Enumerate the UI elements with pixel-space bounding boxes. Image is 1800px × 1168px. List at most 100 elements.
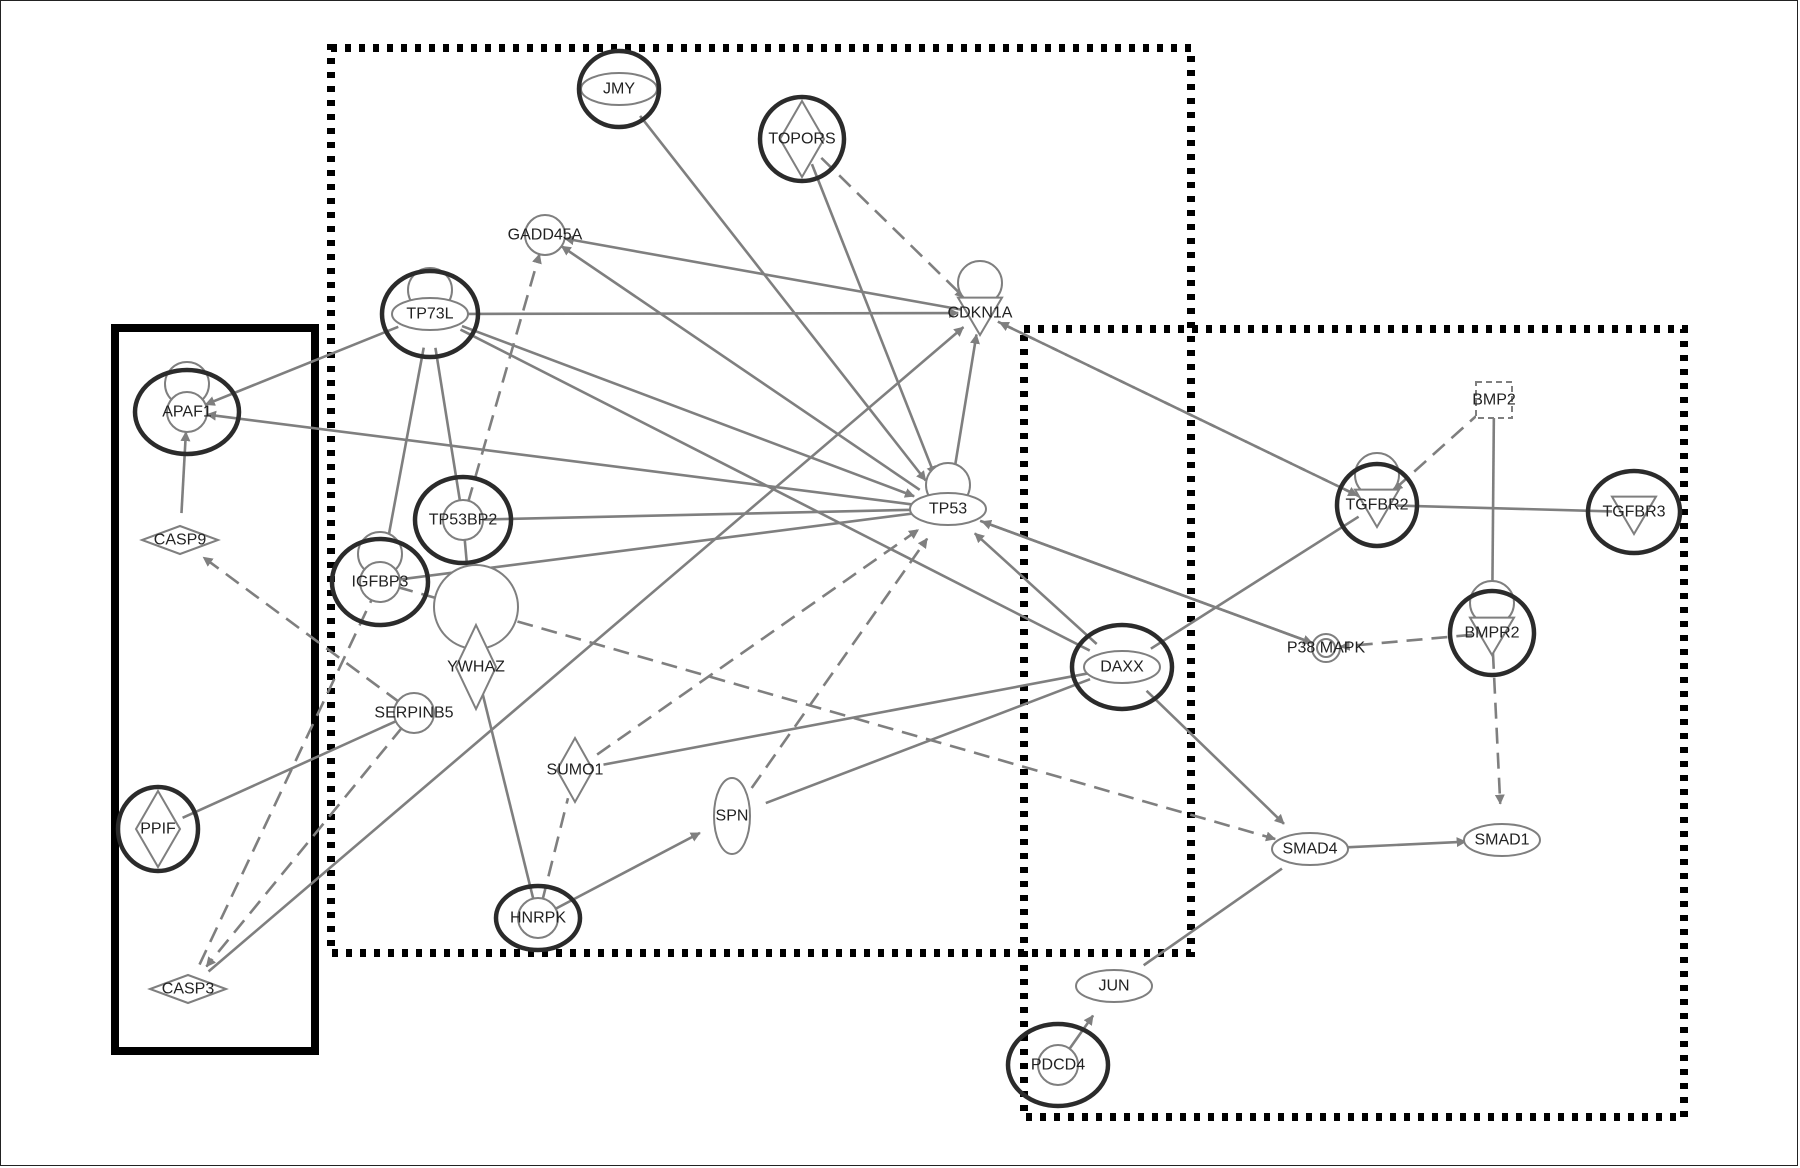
node-serpinb5[interactable]: SERPINB5 [374, 692, 454, 734]
node-casp9[interactable]: CASP9 [139, 524, 221, 556]
node-cdkn1a[interactable]: CDKN1A [948, 260, 1013, 337]
node-label-ppif: PPIF [140, 821, 176, 838]
edge-topors-to-tp53 [810, 163, 936, 477]
edge-tp73l-to-apaf1 [204, 325, 399, 406]
shape-circle-gadd45a [524, 214, 566, 256]
shape-triangle-down-tgfbr3 [1610, 495, 1658, 536]
shape-circle-serpinb5 [393, 692, 435, 734]
node-tgfbr2[interactable]: TGFBR2 [1334, 452, 1420, 549]
node-igfbp3[interactable]: IGFBP3 [329, 531, 431, 628]
node-p38mapk[interactable]: P38 MAPK [1287, 633, 1366, 663]
node-label-jmy: JMY [603, 81, 635, 98]
node-tp73l[interactable]: TP73L [379, 267, 481, 360]
node-apaf1[interactable]: APAF1 [132, 361, 242, 457]
shape-diamond-ppif [134, 789, 182, 869]
nodes-layer: JMY TOPORS GADD45A CDKN1A TP73L APAF1TP53TP53… [115, 48, 1683, 1109]
edge-tp53-to-cdkn1a [952, 333, 980, 476]
edge-tp73l-to-igfbp3 [380, 347, 426, 564]
edge-tgfbr2-to-cdkn1a [998, 321, 1360, 498]
edge-daxx-to-sumo1 [603, 672, 1089, 766]
edge-bmp2-to-tgfbr2 [1392, 409, 1483, 492]
edge-cdkn1a-to-gadd45a [563, 235, 961, 311]
edge-sumo1-to-tp53 [596, 528, 920, 756]
highlight-ring-tgfbr3 [1585, 468, 1683, 556]
edge-cdkn1a-to-tgfbr2 [997, 320, 1359, 497]
node-label-daxx: DAXX [1100, 659, 1144, 676]
node-label-smad4: SMAD4 [1282, 841, 1337, 858]
node-label-bmp2: BMP2 [1472, 392, 1516, 409]
highlight-ring-hnrpk [493, 883, 583, 953]
node-jmy[interactable]: JMY [576, 48, 662, 130]
node-label-casp9: CASP9 [154, 532, 207, 549]
node-daxx[interactable]: DAXX [1069, 622, 1175, 712]
edge-tp73l-to-tp53bp2 [434, 347, 462, 501]
edge-smad4-to-jun [1142, 867, 1283, 967]
shape-diamond-ywhaz [454, 622, 498, 712]
node-label-pdcd4: PDCD4 [1031, 1057, 1085, 1074]
shape-diamond-casp9 [139, 524, 221, 556]
node-tp53[interactable]: TP53 [909, 462, 987, 526]
node-label-casp3: CASP3 [162, 981, 215, 998]
node-label-serpinb5: SERPINB5 [374, 705, 453, 722]
node-label-tgfbr3: TGFBR3 [1602, 504, 1665, 521]
node-sumo1[interactable]: SUMO1 [547, 735, 604, 805]
highlight-ring-tgfbr2 [1334, 461, 1420, 549]
node-bmpr2[interactable]: BMPR2 [1447, 580, 1537, 678]
node-spn[interactable]: SPN [713, 777, 751, 855]
node-smad1[interactable]: SMAD1 [1463, 823, 1541, 857]
node-label-bmpr2: BMPR2 [1464, 625, 1519, 642]
highlight-ring-tp53bp2 [412, 474, 514, 566]
node-pdcd4[interactable]: PDCD4 [1005, 1021, 1111, 1109]
edge-tp53bp2-to-tp53 [480, 508, 912, 521]
node-label-hnrpk: HNRPK [510, 910, 566, 927]
node-smad4[interactable]: SMAD4 [1271, 832, 1349, 866]
group-left-border [111, 324, 319, 1055]
edge-smad4-to-smad1 [1344, 837, 1467, 849]
edge-tp53-to-apaf1 [206, 410, 915, 506]
node-topors[interactable]: TOPORS [757, 94, 847, 184]
edge-bmpr2-to-p38mapk [1339, 633, 1473, 651]
node-ppif[interactable]: PPIF [115, 784, 201, 874]
shape-double-circle-p38mapk [1311, 633, 1341, 663]
edge-hnrpk-to-spn [553, 831, 701, 911]
node-jun[interactable]: JUN [1075, 969, 1153, 1003]
highlight-ring-apaf1 [132, 367, 242, 457]
edge-spn-to-tp53 [750, 537, 929, 789]
groups-layer [111, 44, 1688, 1121]
edges-layer [180, 115, 1613, 1052]
node-tp53bp2[interactable]: TP53BP2 [412, 474, 514, 566]
shape-ellipse-tp53 [909, 492, 987, 526]
edge-daxx-to-smad4 [1145, 689, 1285, 825]
node-label-tp53bp2: TP53BP2 [429, 512, 498, 529]
edge-casp3-to-igfbp3 [198, 599, 373, 966]
node-gadd45a[interactable]: GADD45A [508, 214, 583, 256]
shape-diamond-sumo1 [555, 735, 595, 805]
node-label-spn: SPN [716, 808, 749, 825]
edge-serpinb5-to-casp9 [202, 556, 401, 704]
shape-ellipse-jun [1075, 969, 1153, 1003]
shape-triangle-down-cdkn1a [956, 296, 1004, 337]
node-label-smad1: SMAD1 [1474, 832, 1529, 849]
node-label-tp73l: TP73L [406, 306, 453, 323]
shape-circle-igfbp3 [359, 561, 401, 603]
edge-tp53-to-gadd45a [560, 245, 921, 491]
shape-circle-hnrpk [517, 897, 559, 939]
node-label-sumo1: SUMO1 [547, 762, 604, 779]
node-casp3[interactable]: CASP3 [147, 973, 229, 1005]
node-hnrpk[interactable]: HNRPK [493, 883, 583, 953]
edge-tp73l-to-cdkn1a [464, 308, 960, 319]
node-label-p38mapk: P38 MAPK [1287, 640, 1366, 657]
node-bmp2[interactable]: BMP2 [1472, 381, 1516, 419]
edge-bmpr2-to-smad1 [1491, 652, 1505, 805]
node-ywhaz[interactable]: YWHAZ [433, 564, 519, 712]
shape-ellipse-tp73l [391, 297, 469, 331]
edge-tgfbr2-to-tgfbr3 [1396, 504, 1613, 513]
node-tgfbr3[interactable]: TGFBR3 [1585, 468, 1683, 556]
group-right-border [1020, 325, 1688, 1121]
edge-ppif-to-serpinb5 [182, 720, 397, 820]
shape-ellipse-smad4 [1271, 832, 1349, 866]
edge-daxx-to-spn [765, 677, 1091, 805]
shape-triangle-down-bmpr2 [1468, 616, 1516, 657]
